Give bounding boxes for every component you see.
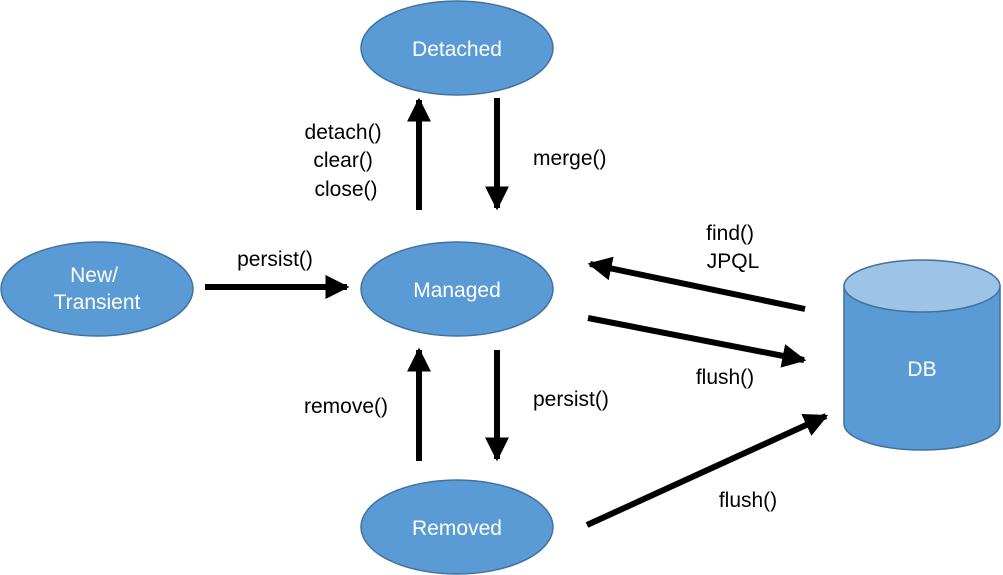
node-detached: Detached	[360, 0, 554, 96]
edge-label-detach-line: close()	[314, 178, 377, 201]
node-transient-label-line: New/	[70, 264, 118, 287]
edge-label-merge-line: merge()	[533, 147, 607, 170]
db-cylinder-top	[843, 259, 1001, 313]
node-db-label-line: DB	[907, 358, 936, 381]
node-managed-label-line: Managed	[413, 279, 501, 302]
db-cylinder-body	[843, 285, 1001, 451]
edge-label-flush-removed-line: flush()	[719, 489, 777, 512]
node-transient-label: New/ Transient	[54, 264, 141, 314]
node-detached-label: Detached	[412, 38, 502, 61]
node-removed: Removed	[360, 479, 554, 575]
node-db-label: DB	[907, 358, 936, 381]
edge-label-persist-new-line: persist()	[237, 248, 313, 271]
node-transient-shape	[0, 241, 194, 337]
edge-label-persist-removed: persist()	[533, 388, 609, 411]
arrow-managed-to-db	[587, 315, 807, 368]
node-managed-label: Managed	[413, 279, 501, 302]
node-detached-label-line: Detached	[412, 38, 502, 61]
node-removed-label: Removed	[412, 517, 502, 540]
node-transient-label-line: Transient	[54, 291, 141, 314]
node-managed: Managed	[360, 241, 554, 337]
arrow-db-to-managed	[587, 256, 806, 312]
arrow-removed-to-db	[585, 413, 829, 528]
node-transient: New/ Transient	[0, 241, 194, 337]
edge-label-detach-line: detach()	[305, 121, 382, 144]
edge-label-flush-removed: flush()	[719, 489, 777, 512]
edge-label-find-line: find()	[706, 222, 754, 245]
edge-label-find-line: JPQL	[707, 250, 760, 273]
edge-label-detach: detach() clear() close()	[305, 121, 388, 201]
edge-label-merge: merge()	[533, 147, 607, 170]
node-removed-label-line: Removed	[412, 517, 502, 540]
node-db: DB	[843, 259, 1001, 451]
edge-label-persist-removed-line: persist()	[533, 388, 609, 411]
edge-label-flush-managed-line: flush()	[696, 366, 754, 389]
node-managed-shape	[360, 241, 554, 337]
node-detached-shape	[360, 0, 554, 96]
edge-label-find: find() JPQL	[706, 222, 760, 273]
edge-label-remove: remove()	[304, 395, 388, 418]
edge-label-flush-managed: flush()	[696, 366, 754, 389]
node-removed-shape	[360, 479, 554, 575]
edge-label-persist-new: persist()	[237, 248, 313, 271]
edge-label-remove-line: remove()	[304, 395, 388, 418]
edge-label-detach-line: clear()	[313, 149, 373, 172]
